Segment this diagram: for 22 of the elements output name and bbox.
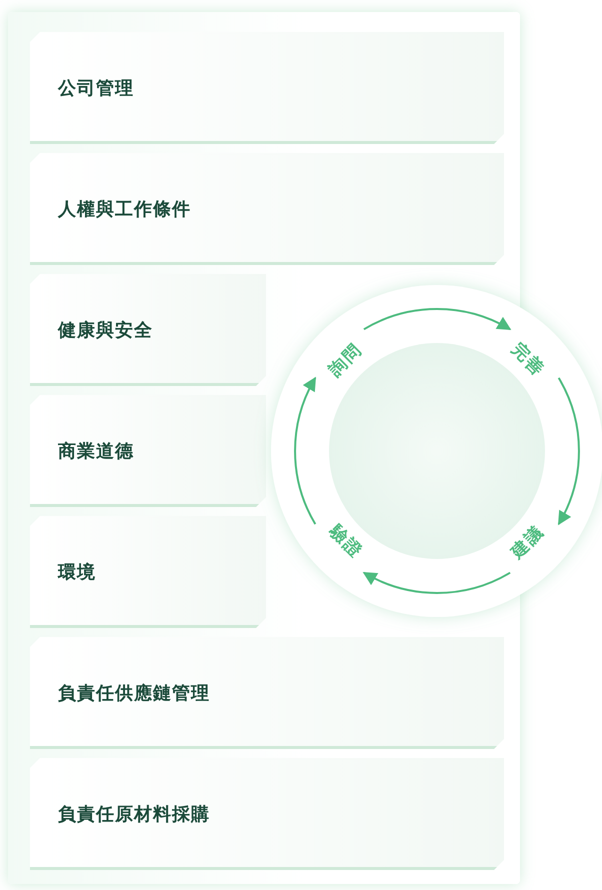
step-label: 詢問 xyxy=(326,340,367,381)
step-label: 建議 xyxy=(507,521,548,562)
topic-label: 負責任供應鏈管理 xyxy=(58,682,210,705)
step-label: 完善 xyxy=(507,340,548,381)
topic-label: 人權與工作條件 xyxy=(58,198,191,221)
topic-label: 負責任原材料採購 xyxy=(58,803,210,826)
topic-card xyxy=(30,274,266,386)
topic-card xyxy=(30,637,504,749)
cycle-arrow xyxy=(294,376,316,525)
topic-label: 健康與安全 xyxy=(58,319,153,342)
topic-card xyxy=(30,32,504,144)
topic-card xyxy=(30,758,504,870)
topic-label: 商業道德 xyxy=(58,440,134,463)
topic-card xyxy=(30,153,504,265)
cycle-arrow xyxy=(362,572,511,594)
topic-card xyxy=(30,395,266,507)
topic-label: 環境 xyxy=(58,561,96,584)
cycle-arrow xyxy=(363,308,512,330)
step-label: 驗證 xyxy=(326,521,367,562)
cycle-arrow xyxy=(558,377,580,526)
topic-label: 公司管理 xyxy=(58,77,134,100)
topic-card xyxy=(30,516,266,628)
